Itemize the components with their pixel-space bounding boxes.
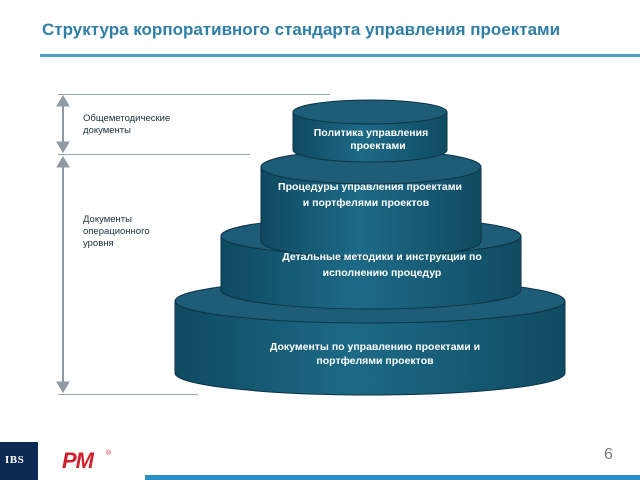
ibs-logo-text: IBS <box>5 454 25 466</box>
label-operational-docs: Документы операционного уровня <box>83 214 150 250</box>
tier-1-shape <box>292 99 448 163</box>
top-bracket-arrow <box>56 95 70 153</box>
tier-3-line-1: Детальные методики и инструкции по <box>282 251 482 263</box>
tier-2-line-2: и портфелями проектов <box>303 197 430 209</box>
footer-bar <box>145 475 640 480</box>
bottom-bracket-arrow <box>56 156 70 393</box>
tier-1-line-1: Политика управления <box>314 127 428 139</box>
tier-1-line-2: проектами <box>350 140 405 152</box>
label-operational-docs-line-1: Документы <box>83 214 132 225</box>
label-general-docs: Общеметодические документы <box>83 113 170 137</box>
page-number: 6 <box>604 446 613 463</box>
title-rule <box>40 54 640 57</box>
guide-line-middle <box>58 154 250 155</box>
pm-logo-mark: ® <box>106 450 112 457</box>
guide-line-bottom <box>58 394 198 395</box>
ibs-logo <box>0 442 38 480</box>
label-general-docs-line-2: документы <box>83 125 131 136</box>
label-operational-docs-line-3: уровня <box>83 238 114 249</box>
guide-line-top <box>58 94 330 95</box>
pm-logo: PM <box>62 448 94 473</box>
tier-4-line-2: портфелями проектов <box>316 355 434 367</box>
tier-4-line-1: Документы по управлению проектами и <box>270 341 480 353</box>
label-general-docs-line-1: Общеметодические <box>83 113 171 124</box>
tier-3-line-2: исполнению процедур <box>323 267 442 279</box>
tier-2-line-1: Процедуры управления проектами <box>278 181 462 193</box>
label-operational-docs-line-2: операционного <box>83 226 150 237</box>
slide-title: Структура корпоративного стандарта управ… <box>42 20 561 39</box>
